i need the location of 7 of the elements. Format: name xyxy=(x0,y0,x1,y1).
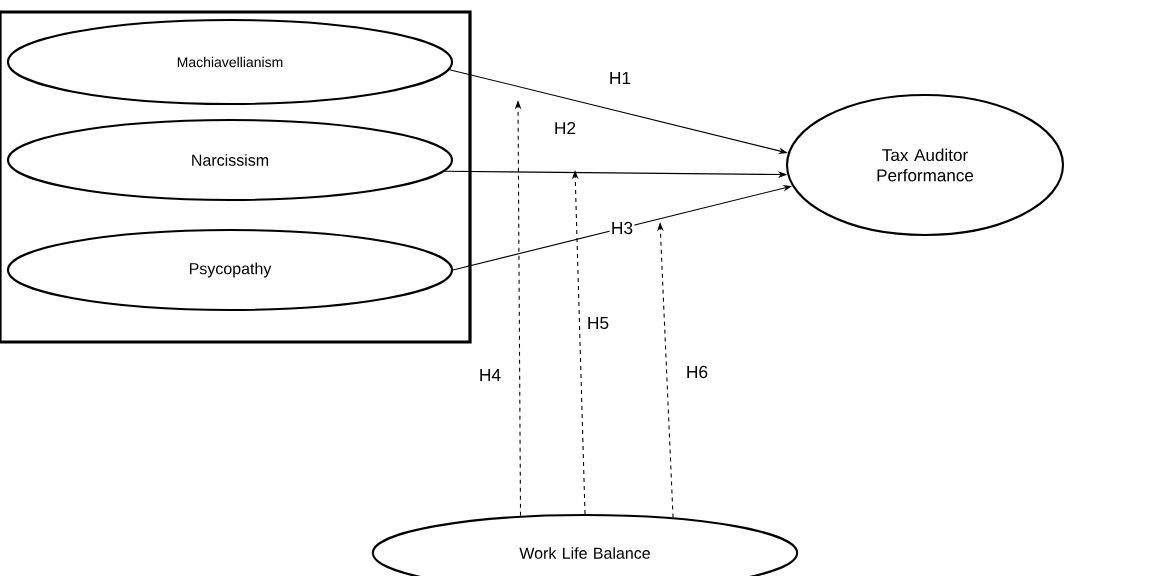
edge-label: H4 xyxy=(477,367,503,383)
edge-label: H3 xyxy=(609,220,635,236)
edge-label: H1 xyxy=(607,70,633,86)
edge-label: H6 xyxy=(684,364,710,380)
edge-label: H5 xyxy=(585,315,611,331)
edge-label: H2 xyxy=(552,120,578,136)
group-box xyxy=(0,10,472,344)
